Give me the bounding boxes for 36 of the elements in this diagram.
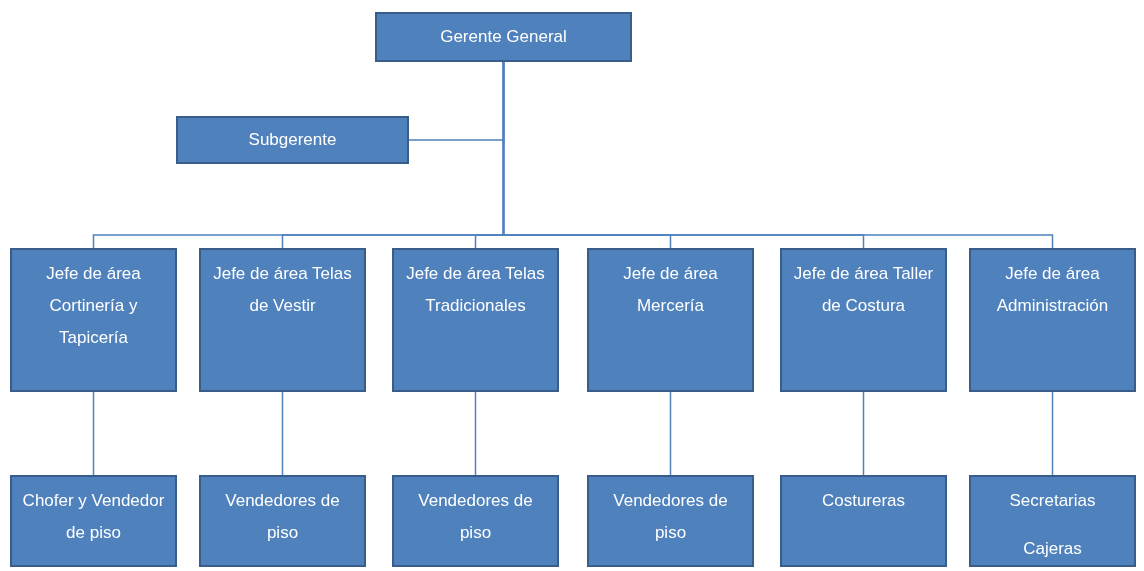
connector-line bbox=[281, 391, 284, 476]
org-box bbox=[199, 475, 366, 567]
box-label: Vendedores de piso bbox=[417, 490, 534, 544]
org-box bbox=[780, 475, 947, 567]
org-box bbox=[10, 248, 177, 392]
box-label: Jefe de área Administración bbox=[995, 263, 1110, 317]
connector-line bbox=[1051, 391, 1054, 476]
org-box bbox=[969, 248, 1136, 392]
box-label: Jefe de área Cortinería y Tapicería bbox=[45, 263, 142, 349]
org-box bbox=[392, 248, 559, 392]
box-label: Secretarias bbox=[1009, 490, 1096, 512]
connector-line bbox=[502, 61, 1054, 249]
connector-line bbox=[474, 391, 477, 476]
org-box bbox=[199, 248, 366, 392]
box-label: Jefe de área Taller de Costura bbox=[792, 263, 935, 317]
org-box bbox=[780, 248, 947, 392]
box-label: Gerente General bbox=[440, 26, 567, 48]
org-box bbox=[10, 475, 177, 567]
org-box bbox=[176, 116, 409, 164]
box-label: Subgerente bbox=[248, 129, 337, 151]
box-label: Vendedores de piso bbox=[224, 490, 341, 544]
org-box bbox=[375, 12, 632, 62]
box-label: Chofer y Vendedor de piso bbox=[21, 490, 166, 544]
box-label: Jefe de área Mercería bbox=[622, 263, 719, 317]
box-label: Costureras bbox=[821, 490, 906, 512]
org-box bbox=[587, 248, 754, 392]
box-label: Cajeras bbox=[1023, 538, 1082, 560]
box-label: Vendedores de piso bbox=[612, 490, 729, 544]
org-box bbox=[392, 475, 559, 567]
connector-line bbox=[669, 391, 672, 476]
connector-line bbox=[92, 391, 95, 476]
org-box bbox=[969, 475, 1136, 567]
org-box bbox=[587, 475, 754, 567]
connector-line bbox=[862, 391, 865, 476]
box-label: Jefe de área Telas Tradicionales bbox=[405, 263, 546, 317]
box-label: Jefe de área Telas de Vestir bbox=[212, 263, 353, 317]
